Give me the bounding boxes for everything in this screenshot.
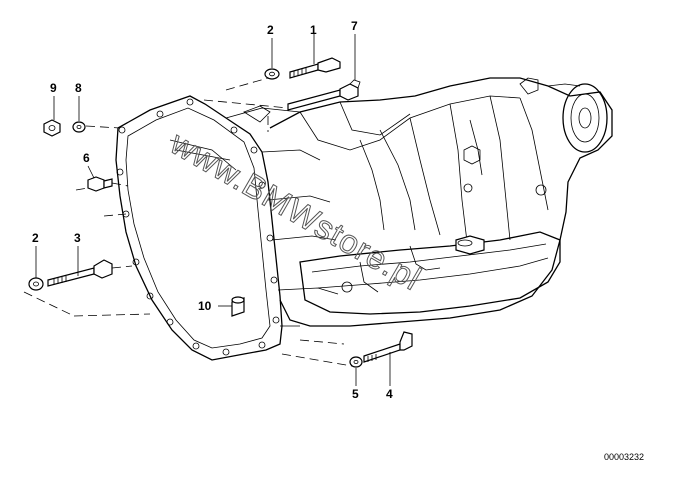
bolt-1 [289, 57, 341, 79]
bolt-4 [363, 331, 413, 363]
watermark-text: www.BMWstore.pl [164, 124, 428, 298]
washer-8 [72, 121, 86, 133]
callout-7: 7 [351, 19, 358, 33]
callout-9: 9 [50, 81, 57, 95]
washer-2-upper [264, 68, 280, 80]
leader-lines [23, 34, 391, 386]
bell-housing-drawing [115, 95, 339, 361]
callout-10: 10 [198, 299, 212, 313]
callout-1: 1 [310, 23, 317, 37]
dowel-sleeve-10 [231, 296, 245, 317]
callout-2-lower: 2 [32, 231, 39, 245]
transmission-case-drawing [269, 77, 613, 327]
callout-4: 4 [386, 387, 393, 401]
washer-5 [349, 356, 363, 368]
callout-5: 5 [352, 387, 359, 401]
callout-2-upper: 2 [267, 23, 274, 37]
bolt-3 [47, 259, 113, 287]
nut-9 [43, 119, 61, 137]
callout-labels: 1 2 7 9 8 6 2 3 10 5 4 [32, 19, 393, 401]
bolt-6 [87, 176, 113, 192]
washer-2-lower [28, 277, 44, 291]
callout-6: 6 [83, 151, 90, 165]
drawing-number: 00003232 [604, 452, 644, 462]
callout-3: 3 [74, 231, 81, 245]
callout-8: 8 [75, 81, 82, 95]
